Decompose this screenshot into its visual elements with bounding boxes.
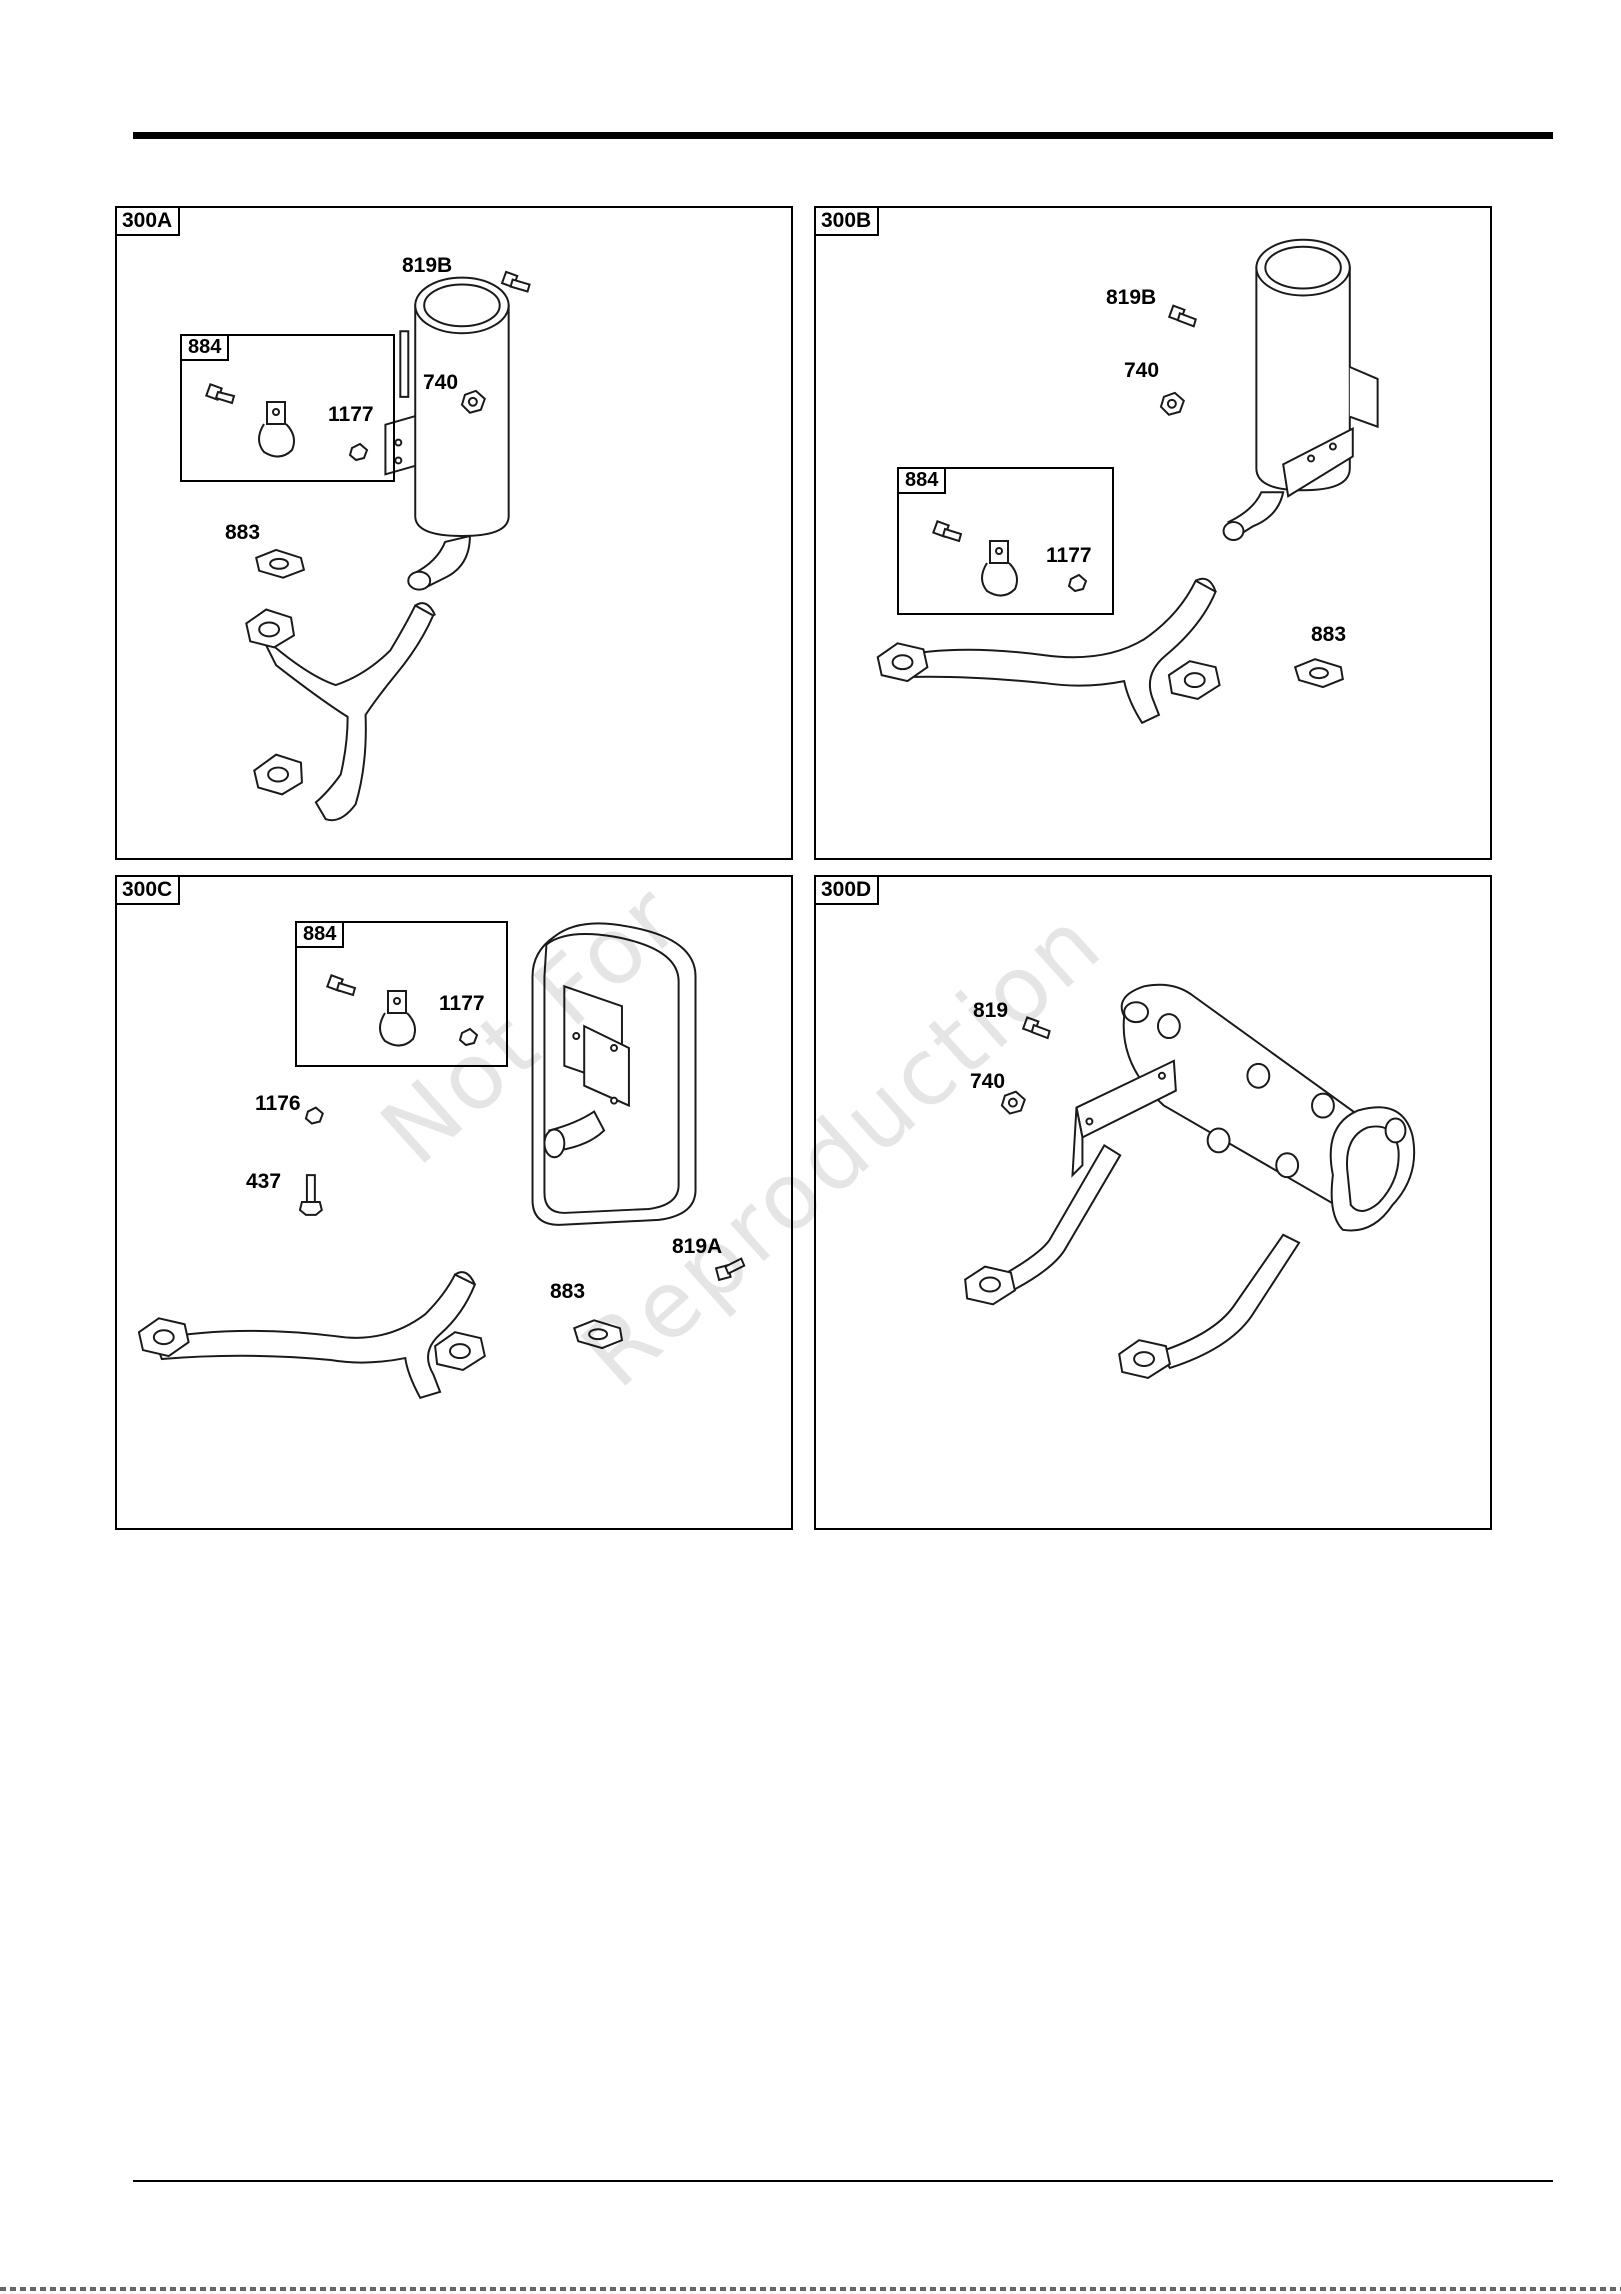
- panel-label: 300C: [115, 875, 180, 905]
- callout-kit-nut: 1177: [328, 403, 374, 427]
- callout-nut: 740: [970, 1070, 1005, 1094]
- clamp-kit-box: 884 1177: [295, 921, 508, 1067]
- callout-bolt: 819: [973, 999, 1008, 1023]
- header-rule: [133, 132, 1553, 139]
- clamp-kit-box: 884 1177: [897, 467, 1114, 615]
- panel-label: 300A: [115, 206, 180, 236]
- callout-nut: 1176: [255, 1092, 301, 1116]
- callout-nut: 740: [1124, 359, 1159, 383]
- callout-nut: 740: [423, 371, 458, 395]
- clamp-kit-box: 884 1177: [180, 334, 395, 482]
- scan-edge-strip: [0, 2287, 1621, 2291]
- callout-bolt: 819B: [402, 254, 452, 278]
- clamp-icon: [899, 469, 1112, 613]
- panel-label: 300B: [814, 206, 879, 236]
- callout-stud: 437: [246, 1170, 281, 1194]
- callout-gasket: 883: [1311, 623, 1346, 647]
- callout-gasket: 883: [550, 1280, 585, 1304]
- diagram-panel-300a: 300A 819B 740 883: [115, 206, 793, 860]
- callout-kit-nut: 1177: [1046, 544, 1092, 568]
- callout-gasket: 883: [225, 521, 260, 545]
- muffler-assembly-300a: [117, 208, 791, 858]
- panel-label: 300D: [814, 875, 879, 905]
- diagram-panel-300b: 300B 819B 740 883 884: [814, 206, 1492, 860]
- diagram-panel-300d: 300D 819 740: [814, 875, 1492, 1530]
- callout-kit-nut: 1177: [439, 992, 485, 1016]
- muffler-assembly-300d: [816, 877, 1490, 1528]
- callout-bolt: 819B: [1106, 286, 1156, 310]
- callout-bolt: 819A: [672, 1235, 722, 1259]
- footer-rule: [133, 2180, 1553, 2182]
- diagram-panel-300c: 300C 1176 437 819A 883 884: [115, 875, 793, 1530]
